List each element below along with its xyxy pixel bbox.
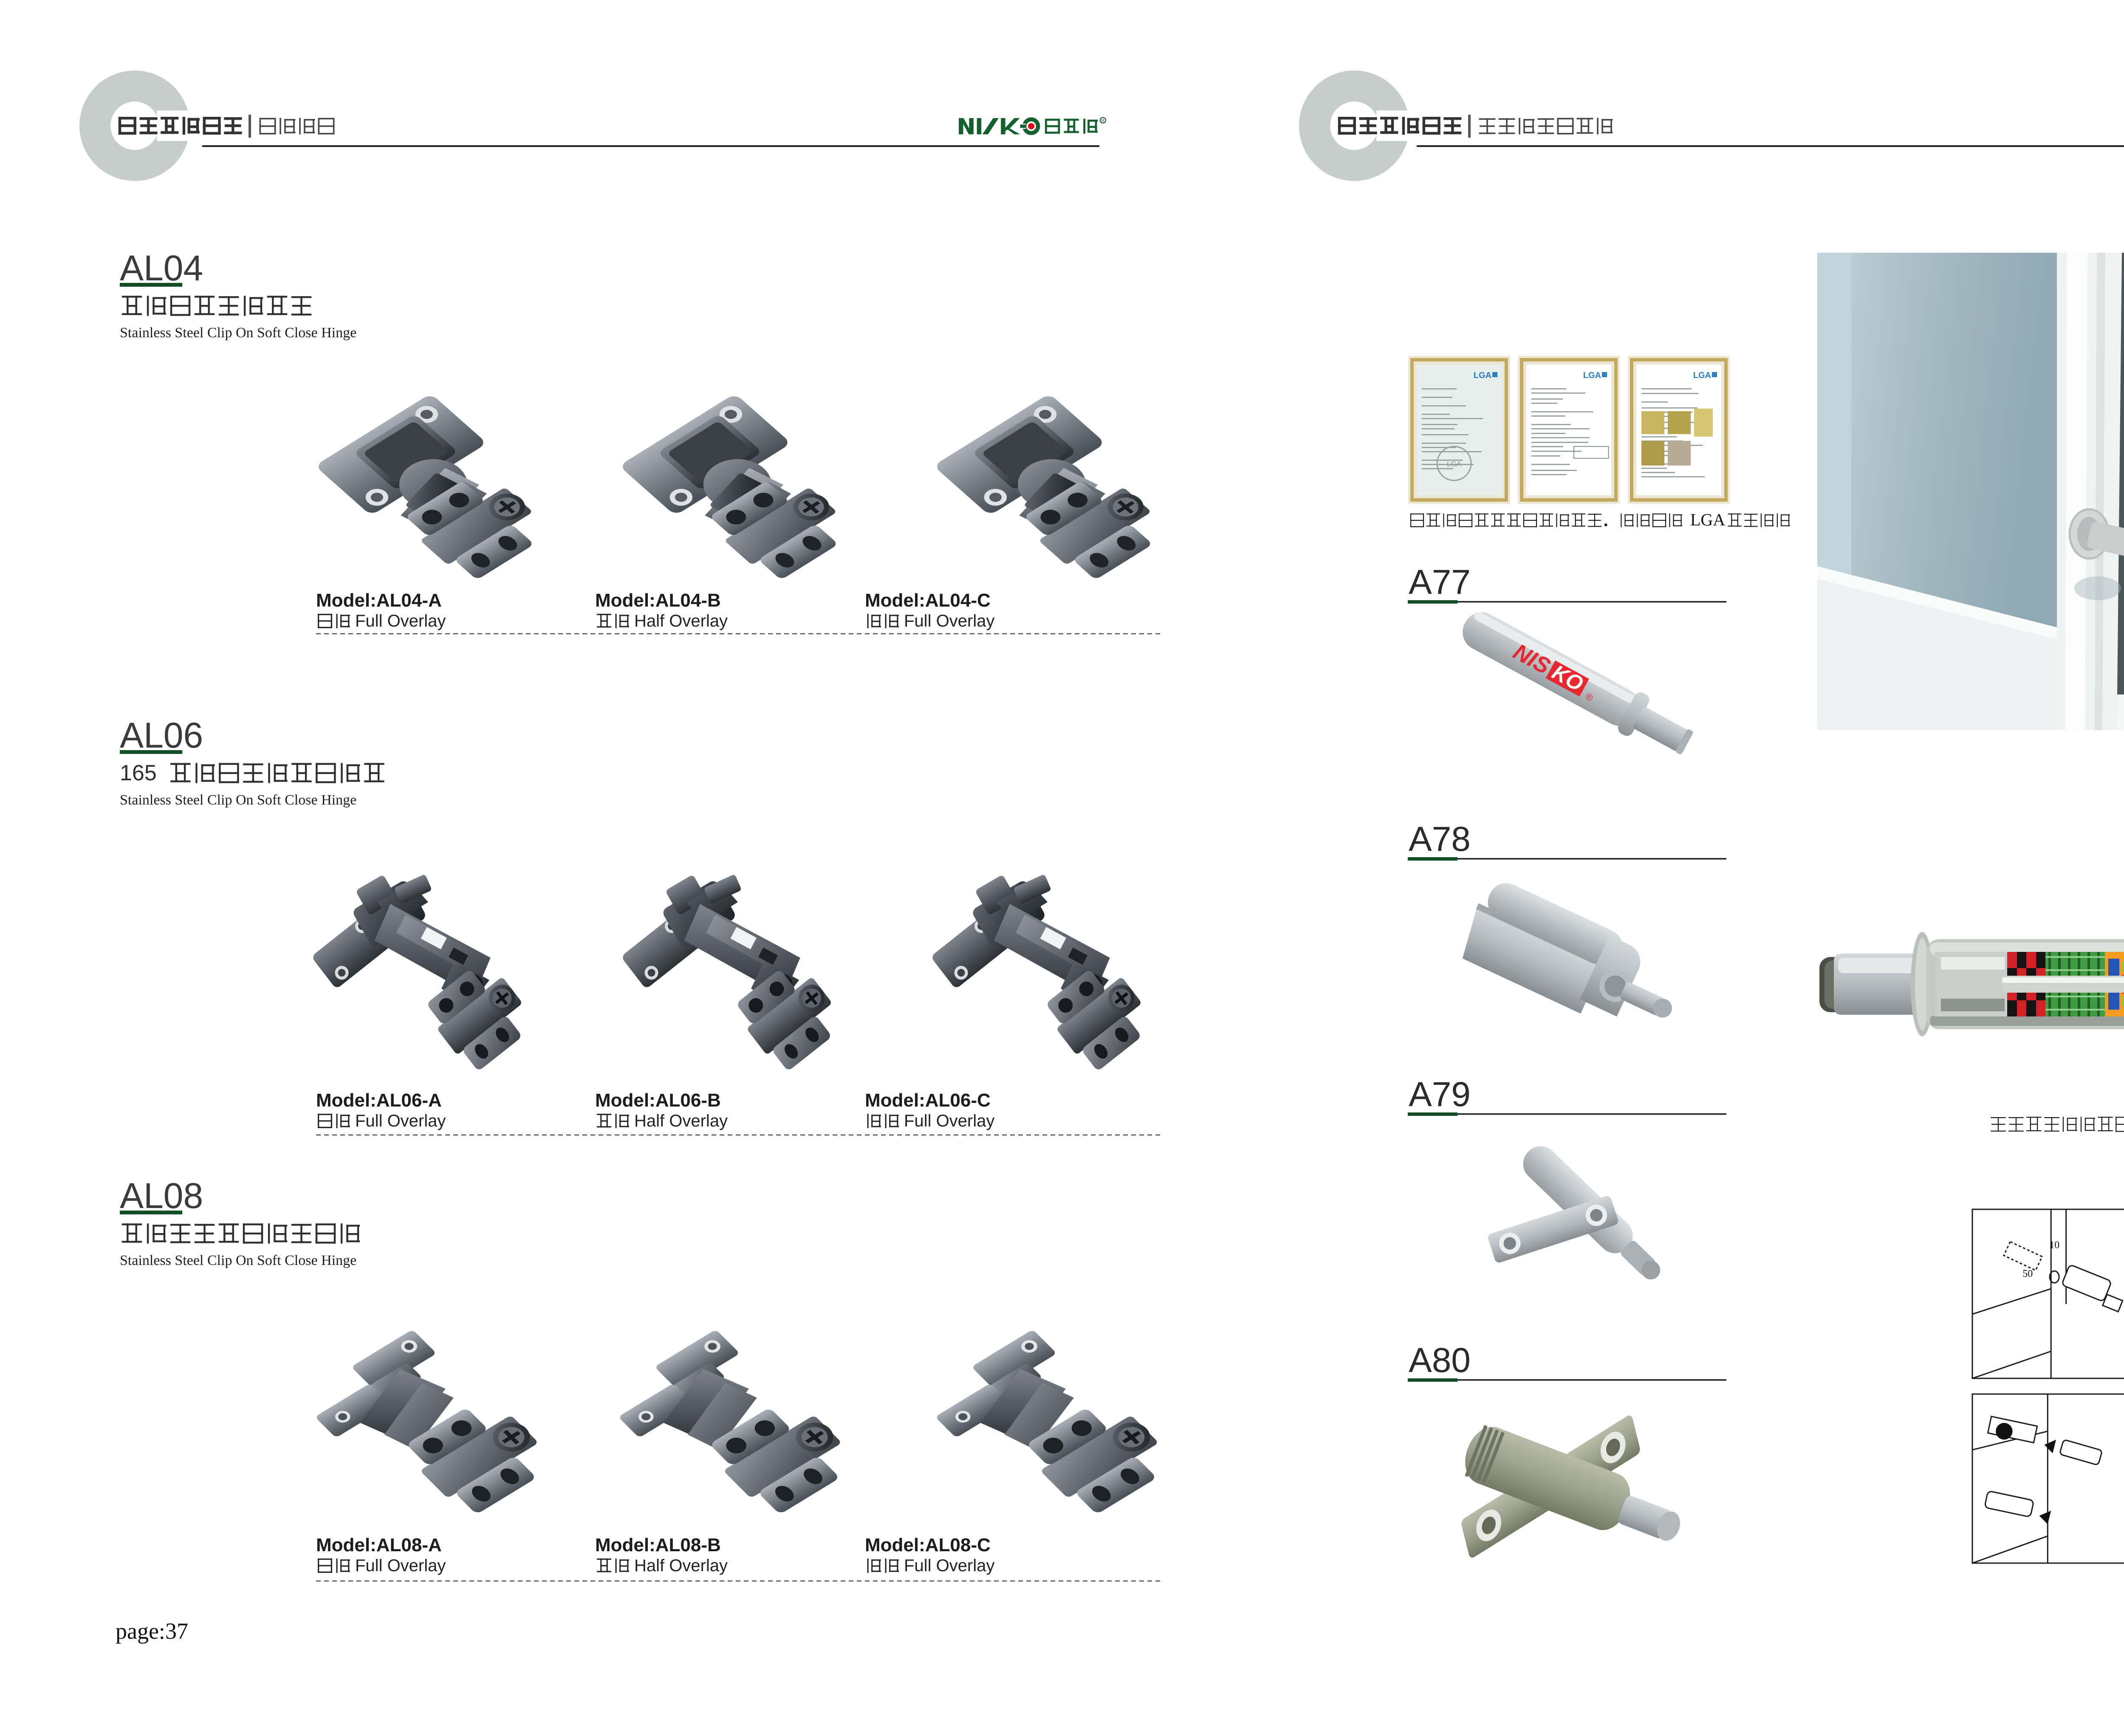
svg-text:10: 10 <box>2049 1240 2059 1251</box>
svg-text:Model:AL04-C: Model:AL04-C <box>865 590 991 611</box>
svg-text:Half Overlay: Half Overlay <box>634 1556 728 1575</box>
svg-text:Full Overlay: Full Overlay <box>904 1112 994 1130</box>
svg-text:LGA: LGA <box>1447 460 1462 468</box>
svg-text:Full Overlay: Full Overlay <box>904 612 994 630</box>
svg-text:Full Overlay: Full Overlay <box>355 1112 446 1130</box>
svg-text:Model:AL08-C: Model:AL08-C <box>865 1535 991 1555</box>
svg-text:Model:AL06-A: Model:AL06-A <box>316 1090 442 1111</box>
svg-text:Stainless Steel Clip On Soft C: Stainless Steel Clip On Soft Close Hinge <box>120 792 356 808</box>
svg-text:LGA: LGA <box>1474 371 1491 380</box>
svg-text:AL04: AL04 <box>120 248 203 288</box>
svg-text:LGA: LGA <box>1690 510 1725 529</box>
svg-text:page:37: page:37 <box>116 1618 188 1644</box>
svg-text:Stainless Steel Clip On Soft C: Stainless Steel Clip On Soft Close Hinge <box>120 1253 356 1268</box>
svg-text:Full Overlay: Full Overlay <box>904 1556 994 1575</box>
svg-text:Model:AL06-B: Model:AL06-B <box>595 1090 721 1111</box>
svg-text:Full Overlay: Full Overlay <box>355 1556 446 1575</box>
svg-text:50: 50 <box>2022 1268 2033 1279</box>
svg-text:AL08: AL08 <box>120 1176 203 1216</box>
svg-text:Model:AL04-A: Model:AL04-A <box>316 590 442 611</box>
svg-text:Model:AL04-B: Model:AL04-B <box>595 590 721 611</box>
svg-text:Stainless Steel Clip On Soft C: Stainless Steel Clip On Soft Close Hinge <box>120 325 356 341</box>
svg-text:A77: A77 <box>1409 563 1471 601</box>
svg-text:Full Overlay: Full Overlay <box>355 612 446 630</box>
svg-text:A80: A80 <box>1409 1341 1471 1380</box>
svg-text:A78: A78 <box>1409 820 1471 858</box>
svg-text:Half Overlay: Half Overlay <box>634 1112 728 1130</box>
svg-text:R: R <box>1102 119 1105 124</box>
svg-text:AL06: AL06 <box>120 715 203 755</box>
svg-text:A79: A79 <box>1409 1075 1471 1114</box>
svg-text:Model:AL08-A: Model:AL08-A <box>316 1535 442 1555</box>
svg-text:Half Overlay: Half Overlay <box>634 612 728 630</box>
svg-text:165: 165 <box>120 761 157 785</box>
svg-text:LGA: LGA <box>1583 371 1601 380</box>
svg-text:Model:AL08-B: Model:AL08-B <box>595 1535 721 1555</box>
svg-text:Model:AL06-C: Model:AL06-C <box>865 1090 991 1111</box>
svg-text:LGA: LGA <box>1693 371 1711 380</box>
